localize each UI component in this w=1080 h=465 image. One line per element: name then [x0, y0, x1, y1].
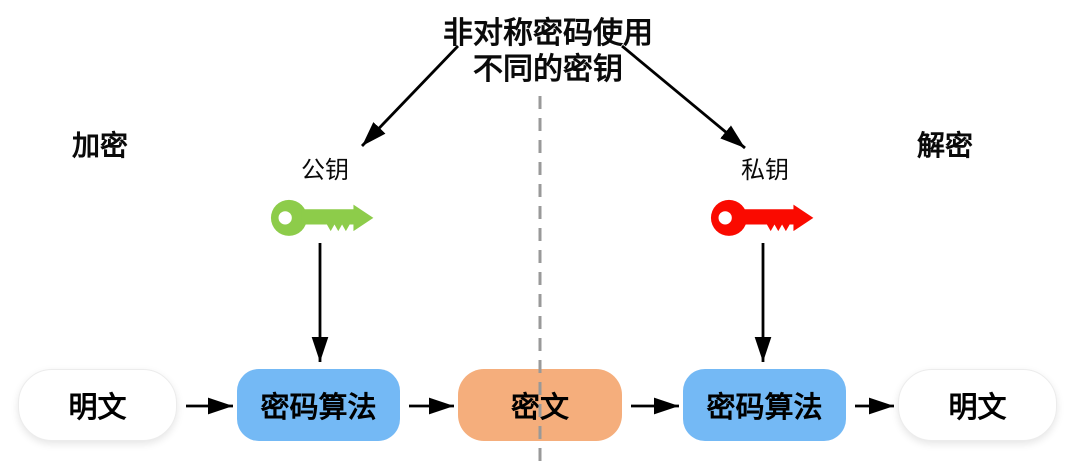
- plaintext-node-left: 明文: [18, 369, 177, 441]
- decrypt-algorithm-node: 密码算法: [683, 369, 846, 441]
- plaintext-node-left-label: 明文: [68, 392, 127, 424]
- plaintext-node-right: 明文: [898, 369, 1057, 441]
- diagram-title: 非对称密码使用 不同的密钥: [8, 16, 1080, 88]
- ciphertext-node: 密文: [458, 369, 622, 441]
- private-key-group: 私钥: [707, 157, 823, 237]
- diagram-title-line1: 非对称密码使用: [443, 17, 653, 50]
- ciphertext-node-label: 密文: [510, 392, 569, 424]
- public-key-group: 公钥: [267, 157, 383, 237]
- private-key-icon: [710, 199, 814, 236]
- plaintext-node-right-label: 明文: [948, 392, 1007, 424]
- public-key-label: 公钥: [301, 157, 349, 184]
- decrypt-algorithm-label: 密码算法: [706, 392, 823, 424]
- diagram-title-line2: 不同的密钥: [473, 53, 623, 86]
- encrypt-algorithm-label: 密码算法: [260, 392, 377, 424]
- decrypt-section-label: 解密: [917, 130, 974, 161]
- encrypt-section-label: 加密: [72, 130, 129, 161]
- public-key-icon: [270, 199, 374, 236]
- encrypt-algorithm-node: 密码算法: [237, 369, 400, 441]
- private-key-label: 私钥: [741, 157, 789, 184]
